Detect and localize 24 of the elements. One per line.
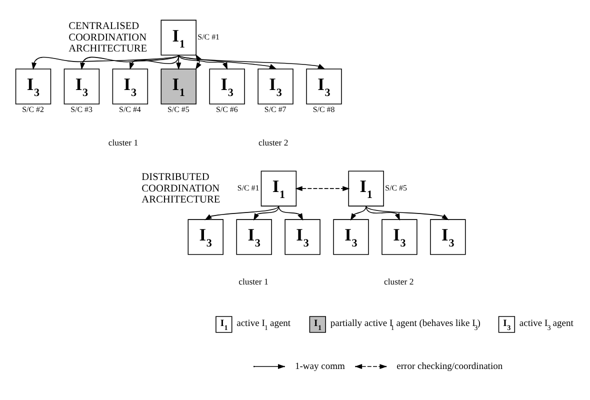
label: cluster 1 — [238, 276, 268, 286]
legend-label: active I$_{1}$ agent — [236, 318, 291, 332]
label: I$_{1}$ — [314, 318, 322, 332]
node-label: S/C #7 — [264, 104, 286, 114]
node-label: S/C #2 — [22, 104, 44, 114]
node-label: S/C #4 — [119, 104, 141, 114]
node-label: S/C #8 — [312, 104, 335, 114]
label: cluster 2 — [384, 276, 414, 286]
label: I$_{1}$ — [220, 318, 228, 332]
legend-label: active I$_{3}$ agent — [519, 318, 574, 332]
legend-label: error checking/coordination — [396, 361, 503, 372]
label: cluster 1 — [108, 137, 138, 148]
node-label: S/C #3 — [70, 104, 92, 114]
node-label: S/C #1 — [198, 32, 220, 42]
node-label: S/C #5 — [168, 104, 190, 114]
node-label: S/C #6 — [216, 104, 238, 114]
legend-label: partially active I$_{1}$ agent (behaves like I$_{3}$) — [330, 318, 480, 332]
node-label: S/C #1 — [237, 183, 260, 192]
label: CENTRALISED COORDINATION ARCHITECTURE — [68, 20, 148, 54]
label: DISTRIBUTED COORDINATION ARCHITECTURE — [142, 172, 220, 205]
label: I$_{3}$ — [503, 318, 511, 332]
legend-label: 1-way comm — [295, 361, 345, 372]
node-label: S/C #5 — [385, 183, 408, 192]
label: cluster 2 — [258, 137, 288, 148]
